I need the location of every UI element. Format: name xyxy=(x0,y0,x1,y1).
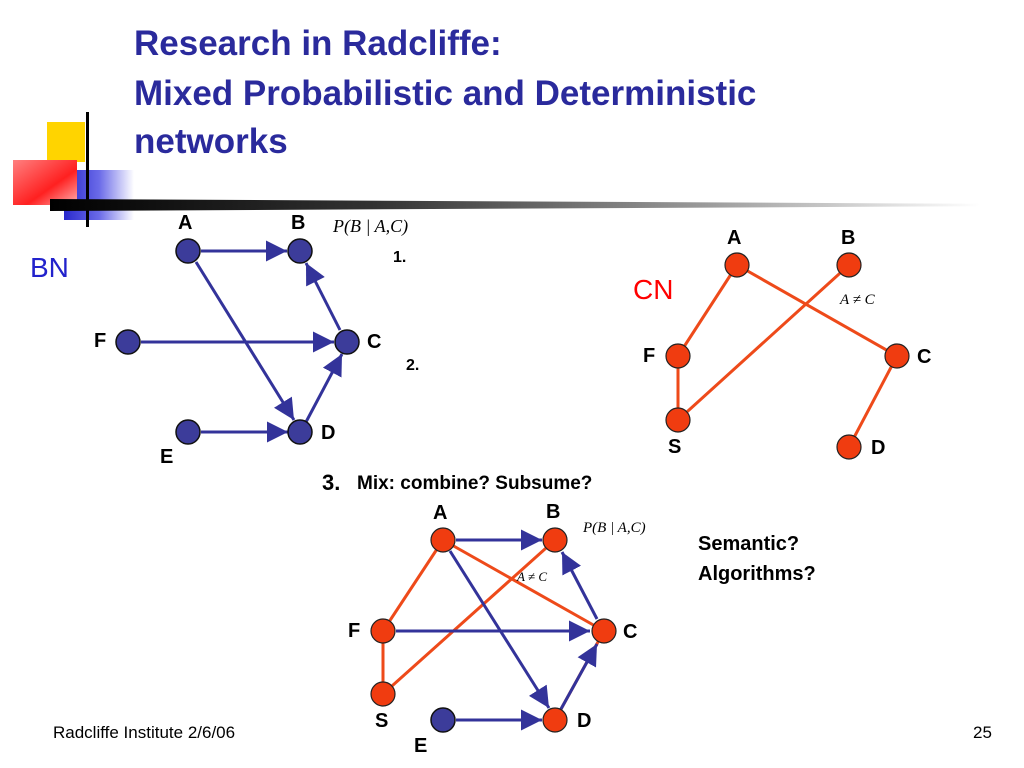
cn-node-d xyxy=(836,434,862,460)
mix-node-e xyxy=(430,707,456,733)
mix-constraint: A ≠ C xyxy=(517,569,548,584)
mix-label-b: B xyxy=(546,501,561,523)
bn-label-f: F xyxy=(94,330,107,352)
bn-node-d xyxy=(287,419,313,445)
cn-label-a: A xyxy=(727,227,742,249)
logo-vertical-bar xyxy=(86,112,89,227)
mix-node-c xyxy=(591,618,617,644)
logo-red-square xyxy=(13,160,77,205)
cn-label-f: F xyxy=(643,345,656,367)
mix-heading-text: Mix: combine? Subsume? xyxy=(357,473,593,494)
slide-title-line-3: networks xyxy=(134,122,288,161)
bn-edge-d-c xyxy=(304,353,344,423)
bn-label-b: B xyxy=(291,212,306,234)
bn-node-e xyxy=(175,419,201,445)
bn-node-f xyxy=(115,329,141,355)
cn-tag: CN xyxy=(633,274,674,305)
cn-node-b xyxy=(836,252,862,278)
footer-text: Radcliffe Institute 2/6/06 xyxy=(53,723,236,742)
mix-red-edge-b-s xyxy=(381,538,557,696)
page-number: 25 xyxy=(973,723,992,742)
mix-red-edge-a-f xyxy=(381,539,445,632)
mix-label-f: F xyxy=(348,620,361,642)
question-algorithms: Algorithms? xyxy=(698,563,816,585)
bn-label-a: A xyxy=(178,212,193,234)
cn-constraint: A ≠ C xyxy=(840,292,875,308)
cn-label-c: C xyxy=(917,346,932,368)
bn-tag: BN xyxy=(30,252,69,283)
bn-node-a xyxy=(175,238,201,264)
cn-node-s xyxy=(665,407,691,433)
cn-node-c xyxy=(884,343,910,369)
bn-label-e: E xyxy=(160,446,174,468)
mix-blue-edge-c-b xyxy=(560,551,599,620)
mix-node-s xyxy=(370,681,396,707)
question-semantic: Semantic? xyxy=(698,533,800,555)
bn-edge-c-b xyxy=(304,262,342,331)
mix-label-s: S xyxy=(375,710,389,732)
slide-title-line-2: Mixed Probabilistic and Deterministic xyxy=(134,74,757,113)
mix-blue-edge-d-c xyxy=(559,643,599,710)
mix-node-d xyxy=(542,707,568,733)
cn-edge-c-d xyxy=(847,355,899,448)
cn-label-s: S xyxy=(668,436,682,458)
cn-edge-b-s xyxy=(676,263,851,422)
mix-node-a xyxy=(430,527,456,553)
mix-label-e: E xyxy=(414,735,428,757)
cn-node-a xyxy=(724,252,750,278)
mix-label-a: A xyxy=(433,502,448,524)
slide-title-line-1: Research in Radcliffe: xyxy=(134,24,502,63)
mix-label-d: D xyxy=(577,710,592,732)
bn-node-b xyxy=(287,238,313,264)
bn-step-1: 1. xyxy=(393,249,407,266)
mix-heading-number: 3. xyxy=(322,470,341,495)
cn-edge-a-f xyxy=(676,264,739,357)
bn-label-c: C xyxy=(367,331,382,353)
mix-label-c: C xyxy=(623,621,638,643)
mix-formula: P(B | A,C) xyxy=(583,520,646,536)
cn-node-f xyxy=(665,343,691,369)
mix-node-f xyxy=(370,618,396,644)
bn-label-d: D xyxy=(321,422,336,444)
bn-node-c xyxy=(334,329,360,355)
mix-node-b xyxy=(542,527,568,553)
bn-step-2: 2. xyxy=(406,357,420,374)
mix-red-edge-a-c xyxy=(442,538,605,633)
bn-formula: P(B | A,C) xyxy=(333,216,409,236)
logo-yellow-square xyxy=(47,122,85,162)
cn-label-b: B xyxy=(841,227,856,249)
cn-label-d: D xyxy=(871,437,886,459)
cn-edge-a-c xyxy=(736,263,898,358)
